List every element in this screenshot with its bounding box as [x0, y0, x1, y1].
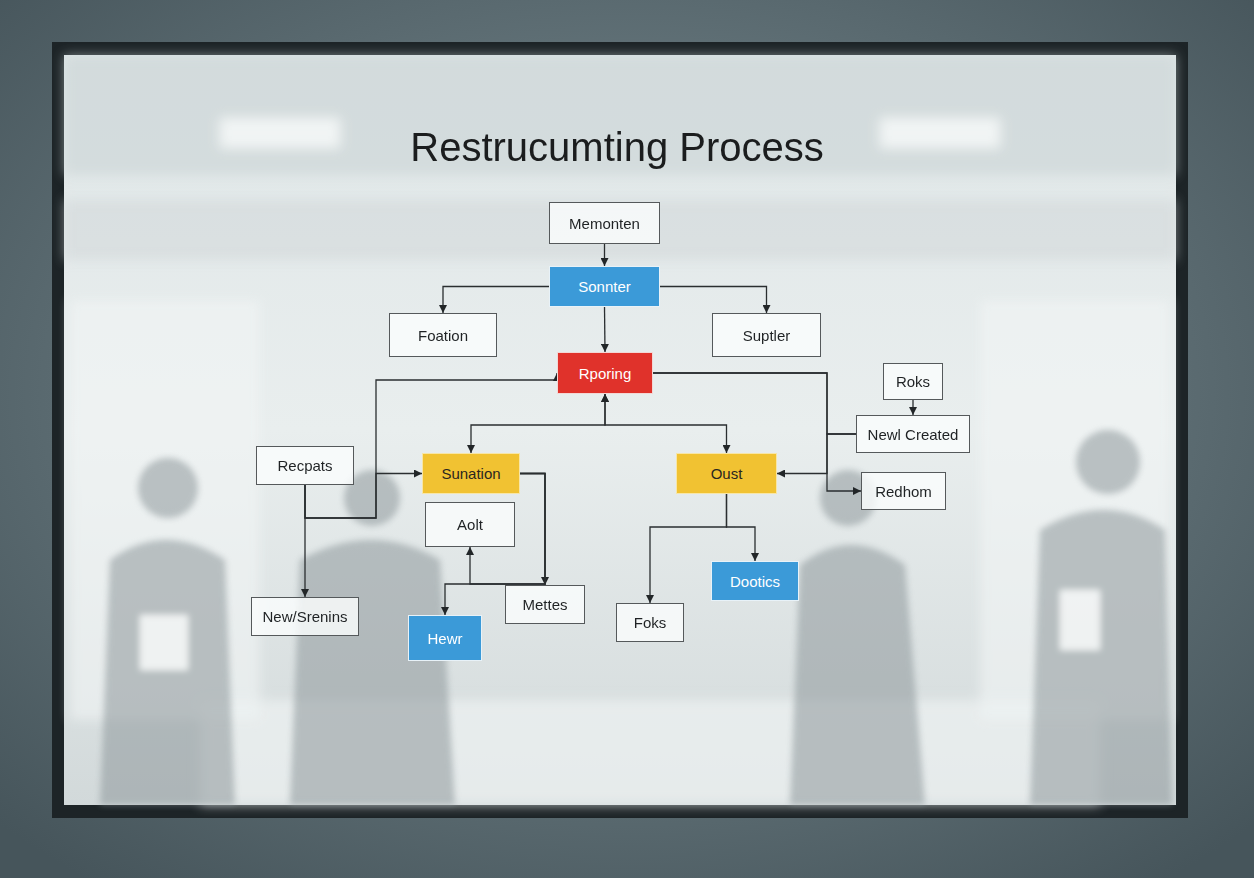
process-box: Memonten	[549, 202, 660, 244]
node-label: Oust	[711, 465, 743, 482]
node-label: Memonten	[569, 215, 640, 232]
process-box: Newl Created	[856, 415, 970, 453]
node-label: Sunation	[441, 465, 500, 482]
node-label: Hewr	[427, 630, 462, 647]
node-label: Dootics	[730, 573, 780, 590]
connector-arrow	[443, 287, 549, 314]
process-box: Roks	[883, 363, 943, 400]
highlight-box: Hewr	[408, 615, 482, 661]
connector-arrow	[653, 373, 856, 434]
connector-arrow	[912, 400, 913, 415]
connector-arrow	[604, 307, 606, 352]
highlight-box: Dootics	[711, 561, 799, 601]
node-label: New/Srenins	[262, 608, 347, 625]
connector-arrow	[660, 287, 767, 314]
process-box: Foks	[616, 603, 684, 642]
people-silhouettes	[100, 430, 1172, 805]
branch-box: Sunation	[422, 453, 520, 494]
process-box: New/Srenins	[251, 597, 359, 636]
node-label: Roks	[896, 373, 930, 390]
central-box: Rporing	[557, 352, 653, 394]
node-label: Mettes	[522, 596, 567, 613]
connector-arrow	[605, 394, 727, 453]
connector-arrow	[777, 434, 856, 474]
node-label: Aolt	[457, 516, 483, 533]
process-box: Recpats	[256, 446, 354, 485]
node-label: Foation	[418, 327, 468, 344]
node-label: Recpats	[277, 457, 332, 474]
screen-surface	[64, 55, 1176, 805]
connector-arrow	[471, 394, 605, 453]
process-box: Suptler	[712, 313, 821, 357]
process-box: Aolt	[425, 502, 515, 547]
node-label: Rporing	[579, 365, 632, 382]
connector-arrow	[520, 474, 545, 586]
connector-arrow	[727, 494, 756, 561]
highlight-box: Sonnter	[549, 266, 660, 307]
diagram-title: Restrucumting Process	[267, 122, 967, 172]
node-label: Newl Created	[868, 426, 959, 443]
node-label: Sonnter	[578, 278, 631, 295]
connector-arrow	[304, 485, 305, 597]
blurred-office	[64, 55, 1176, 805]
screen-frame	[52, 42, 1188, 818]
node-label: Foks	[634, 614, 667, 631]
process-box: Mettes	[505, 585, 585, 624]
process-box: Foation	[389, 313, 497, 357]
process-box: Redhom	[861, 472, 946, 510]
branch-box: Oust	[676, 453, 777, 494]
node-label: Suptler	[743, 327, 791, 344]
node-label: Redhom	[875, 483, 932, 500]
connector-arrow	[604, 244, 605, 266]
